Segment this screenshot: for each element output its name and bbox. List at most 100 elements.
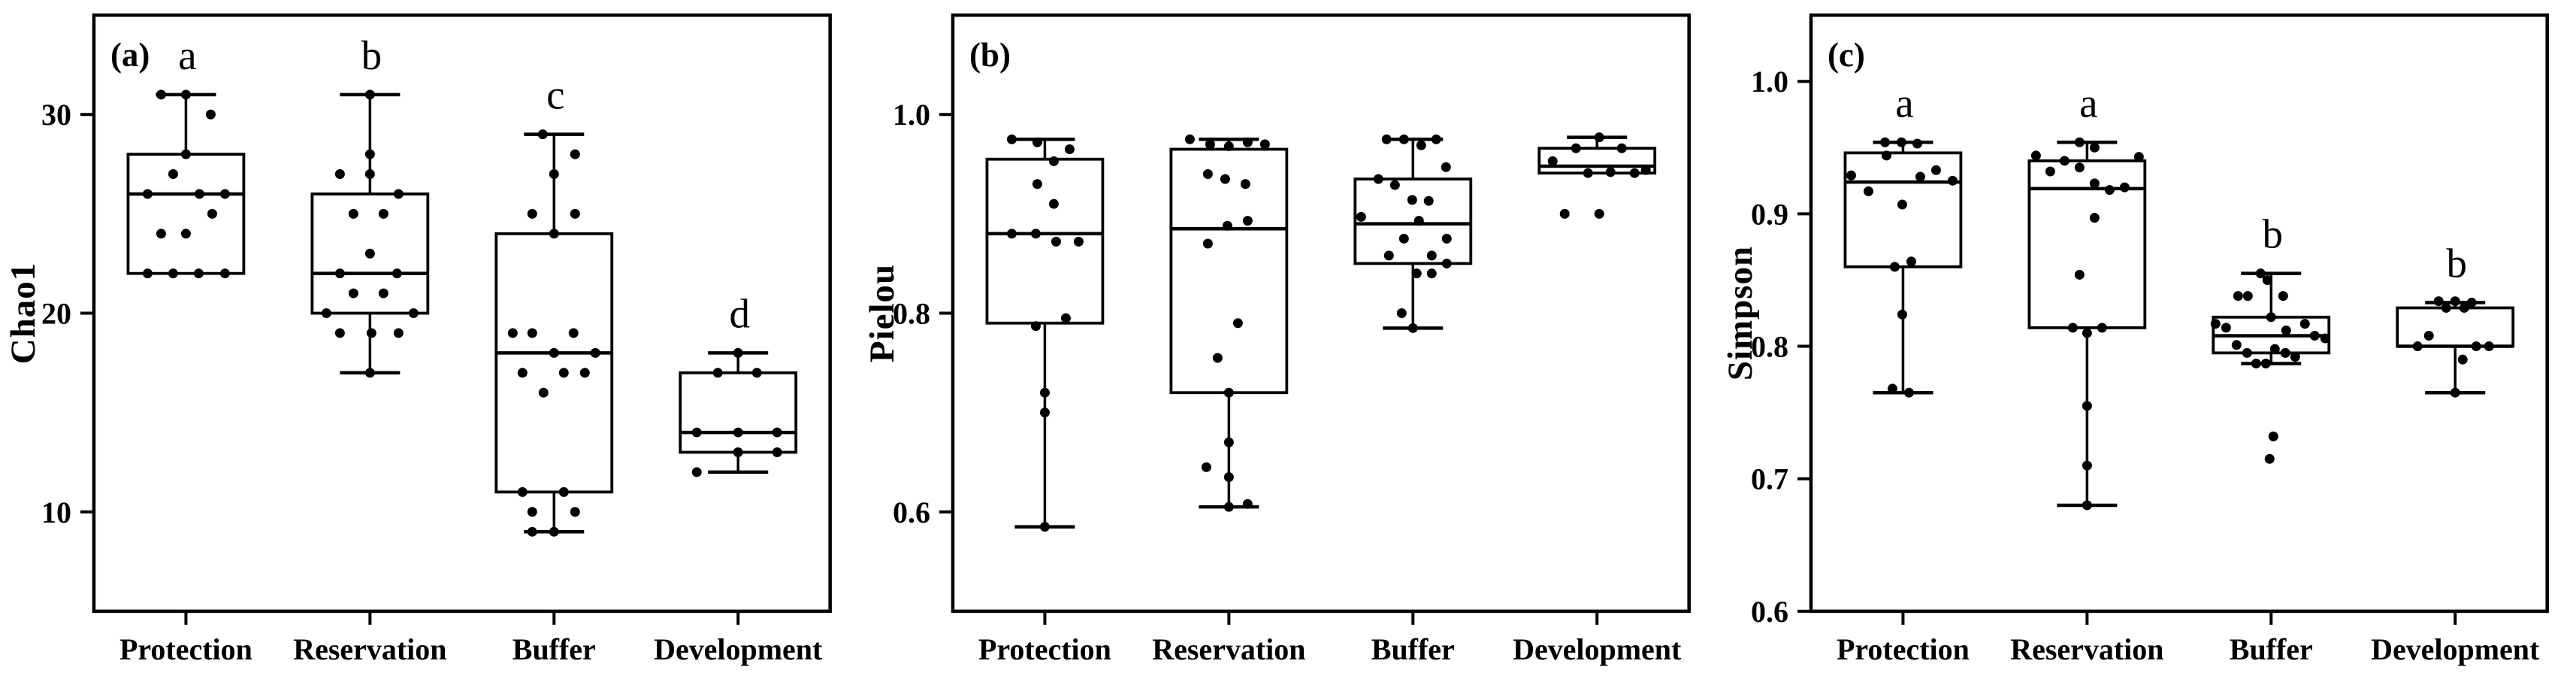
data-point-dot xyxy=(1416,140,1426,150)
data-point-dot xyxy=(2321,333,2331,344)
data-point-dot xyxy=(2082,500,2093,511)
data-point-dot xyxy=(334,268,345,279)
iqr-box xyxy=(2396,306,2515,348)
y-axis-title: Pielou xyxy=(863,264,902,362)
data-point-dot xyxy=(1640,165,1651,175)
data-point-dot xyxy=(2082,460,2093,471)
data-point-dot xyxy=(558,486,569,497)
iqr-box xyxy=(494,232,614,494)
data-point-dot xyxy=(193,268,204,279)
x-category-label: Reservation xyxy=(2011,632,2164,666)
data-point-dot xyxy=(180,229,191,239)
data-point-dot xyxy=(1931,165,1942,175)
data-point-dot xyxy=(2221,323,2232,333)
y-tick-label: 1.0 xyxy=(1751,65,1788,99)
data-point-dot xyxy=(712,368,723,378)
data-point-dot xyxy=(321,308,331,319)
iqr-box xyxy=(679,371,798,454)
data-point-dot xyxy=(1398,233,1409,244)
data-point-dot xyxy=(2451,296,2461,307)
data-point-dot xyxy=(527,208,537,219)
data-point-dot xyxy=(207,208,217,219)
data-point-dot xyxy=(1060,313,1071,323)
data-point-dot xyxy=(691,467,702,477)
data-point-dot xyxy=(1212,353,1223,363)
data-point-dot xyxy=(590,347,600,358)
data-point-dot xyxy=(334,328,345,338)
data-point-dot xyxy=(1184,134,1195,144)
data-point-dot xyxy=(219,189,230,199)
data-point-dot xyxy=(2261,358,2272,368)
data-point-dot xyxy=(1398,134,1409,144)
data-point-dot xyxy=(364,149,375,159)
data-point-dot xyxy=(1006,229,1017,239)
significance-letter: a xyxy=(2079,80,2097,126)
data-point-dot xyxy=(2105,185,2115,195)
x-category-label: Development xyxy=(1513,632,1682,666)
data-point-dot xyxy=(364,248,375,259)
data-point-dot xyxy=(1912,138,1923,149)
significance-letter: a xyxy=(178,32,196,78)
data-point-dot xyxy=(2269,431,2279,441)
data-point-dot xyxy=(1223,141,1234,152)
data-point-dot xyxy=(1396,308,1407,319)
data-point-dot xyxy=(1411,268,1422,279)
data-point-dot xyxy=(1897,137,1907,147)
data-point-dot xyxy=(2300,319,2311,329)
data-point-dot xyxy=(1030,229,1041,239)
iqr-box xyxy=(1843,151,1963,268)
data-point-dot xyxy=(1064,144,1075,154)
data-point-dot xyxy=(156,229,166,239)
iqr-box xyxy=(1353,177,1472,265)
data-point-dot xyxy=(772,447,782,457)
data-point-dot xyxy=(1616,143,1627,153)
plot-frame xyxy=(1810,13,2550,614)
y-axis-title: Chao1 xyxy=(4,262,43,365)
y-tick-label: 0.6 xyxy=(1751,595,1788,629)
y-tick-label: 0.8 xyxy=(893,297,930,331)
y-tick-label: 0.7 xyxy=(1751,462,1788,496)
data-point-dot xyxy=(156,89,166,100)
data-point-dot xyxy=(1547,156,1558,166)
data-point-dot xyxy=(1381,134,1392,144)
data-point-dot xyxy=(570,507,580,517)
data-point-dot xyxy=(2242,347,2253,358)
y-tick-label: 0.6 xyxy=(893,496,930,529)
significance-letter: d xyxy=(729,290,749,336)
data-point-dot xyxy=(1906,256,1917,267)
y-tick-label: 0.8 xyxy=(1751,330,1788,364)
data-point-dot xyxy=(2266,312,2277,323)
data-point-dot xyxy=(2060,156,2070,166)
data-point-dot xyxy=(1882,150,1892,161)
data-point-dot xyxy=(366,328,376,338)
box-plot-group-protection: Protection a xyxy=(119,32,252,666)
x-category-label: Protection xyxy=(119,632,252,666)
x-category-label: Buffer xyxy=(2230,632,2313,666)
data-point-dot xyxy=(1039,387,1050,398)
data-point-dot xyxy=(1356,211,1366,222)
data-point-dot xyxy=(1423,195,1434,206)
iqr-box xyxy=(2027,159,2147,329)
data-point-dot xyxy=(1205,139,1215,150)
data-point-dot xyxy=(2090,142,2100,153)
data-point-dot xyxy=(2075,137,2085,147)
data-point-dot xyxy=(2310,330,2321,341)
data-point-dot xyxy=(568,328,579,338)
data-point-dot xyxy=(1222,220,1232,231)
data-point-dot xyxy=(2090,178,2100,189)
data-point-dot xyxy=(364,169,375,180)
data-point-dot xyxy=(2251,358,2262,368)
data-point-dot xyxy=(180,149,191,159)
data-point-dot xyxy=(1605,167,1616,177)
data-point-dot xyxy=(1223,502,1234,512)
data-point-dot xyxy=(205,109,216,120)
data-point-dot xyxy=(2233,291,2244,302)
data-point-dot xyxy=(1571,143,1581,153)
